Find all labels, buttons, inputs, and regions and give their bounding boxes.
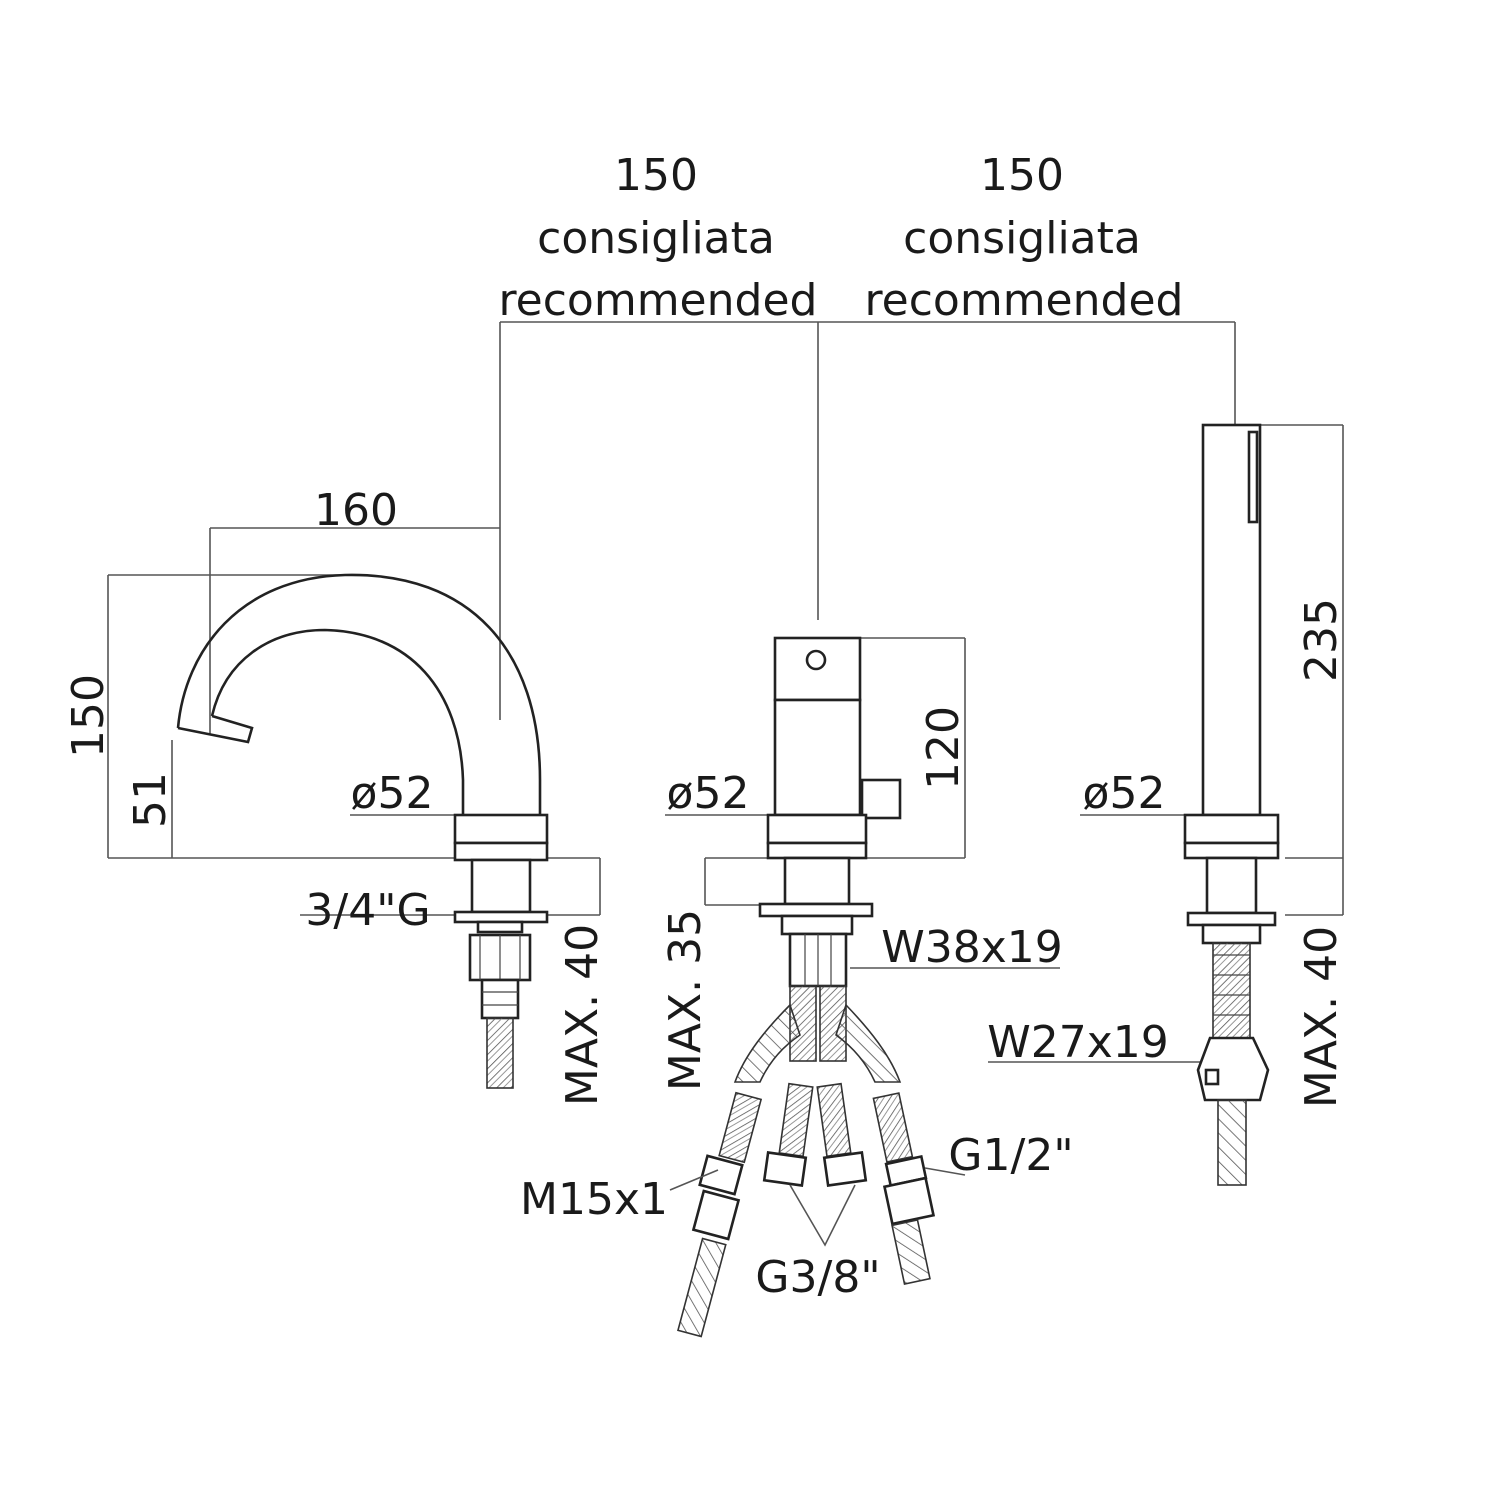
mixer-nut-label: W38x19 (881, 922, 1063, 973)
hose-g38-label: G3/8" (755, 1252, 880, 1303)
spout-diameter-label: ø52 (351, 768, 434, 819)
top-left-spacing-en: recommended (499, 275, 818, 326)
top-left-spacing-value: 150 (614, 150, 698, 201)
top-right-spacing-en: recommended (865, 275, 1184, 326)
shower-diameter-label: ø52 (1083, 768, 1166, 819)
recommended-spacing-dimensions (499, 321, 1236, 720)
spout-max-label: MAX. 40 (557, 924, 608, 1106)
shower-nut-label: W27x19 (987, 1017, 1169, 1068)
spout-thread-label: 3/4"G (305, 885, 430, 936)
hose-g38-left (762, 1082, 814, 1187)
shower-height-label: 235 (1296, 598, 1347, 682)
top-right-spacing-it: consigliata (903, 213, 1141, 264)
hand-shower (988, 423, 1344, 1186)
mixer (665, 636, 1060, 1338)
mixer-height-label: 120 (918, 706, 969, 790)
spout-width-label: 160 (314, 485, 398, 536)
spout-height-label: 150 (63, 674, 114, 758)
mixer-max-label: MAX. 35 (660, 909, 711, 1091)
top-left-spacing-it: consigliata (537, 213, 775, 264)
mixer-diameter-label: ø52 (667, 768, 750, 819)
hose-g38-right (816, 1082, 868, 1187)
shower-max-label: MAX. 40 (1296, 926, 1347, 1108)
spout (107, 527, 601, 1089)
spout-outlet-height-label: 51 (125, 772, 176, 828)
hose-g12-label: G1/2" (948, 1130, 1073, 1181)
hose-m15 (677, 1091, 763, 1338)
hose-m15-label: M15x1 (520, 1174, 668, 1225)
hose-g12 (872, 1092, 936, 1285)
top-right-spacing-value: 150 (980, 150, 1064, 201)
